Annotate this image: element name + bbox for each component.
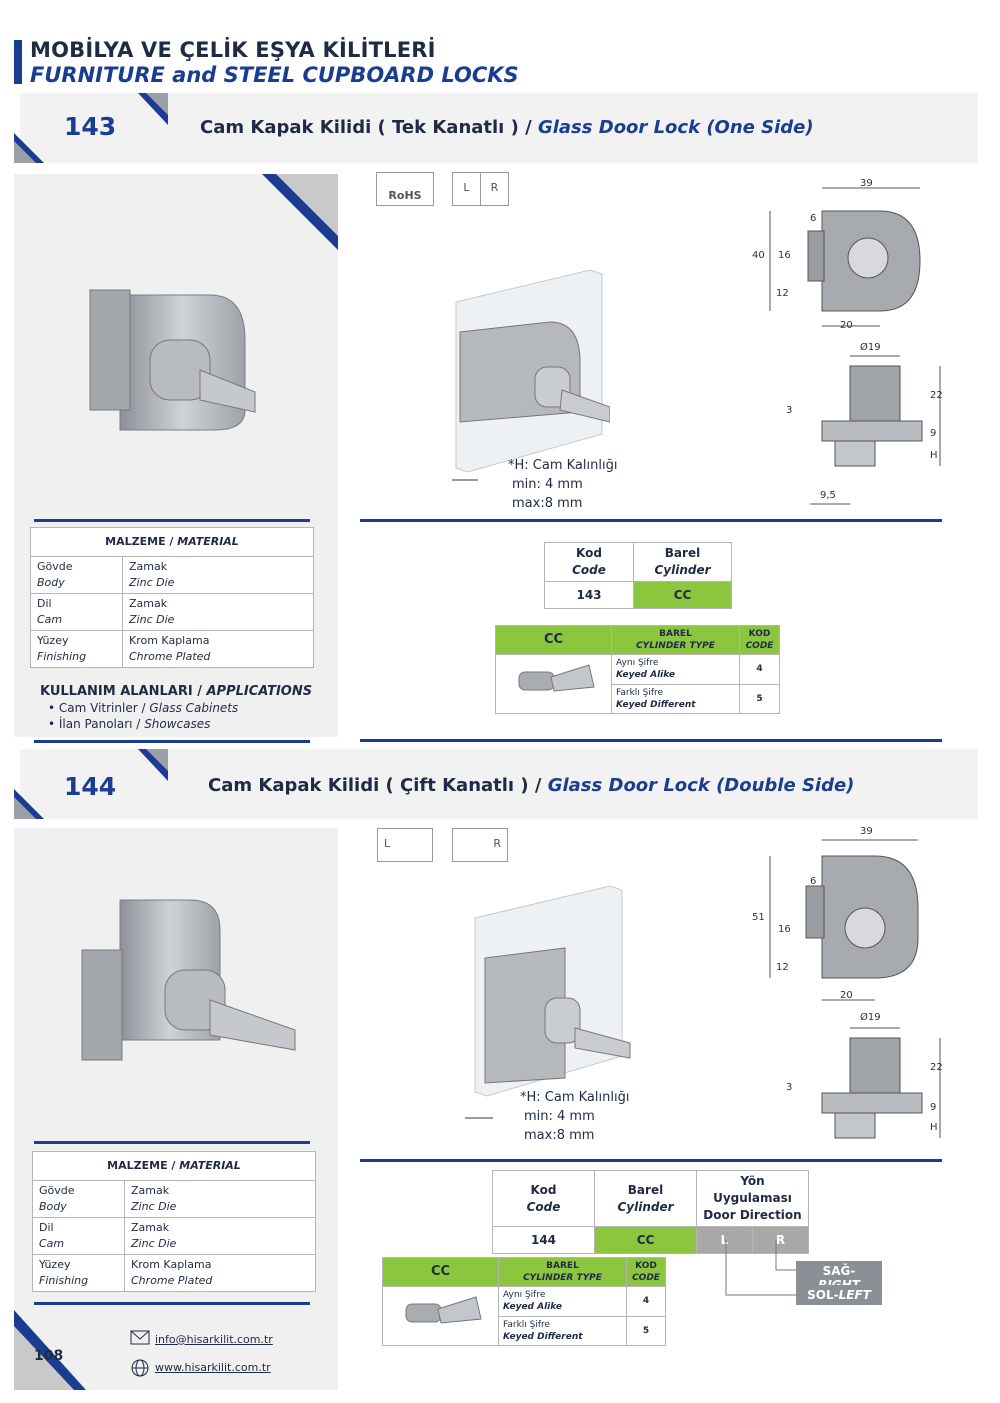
- dim-h: H: [930, 450, 938, 461]
- panel-divider: [34, 519, 310, 522]
- product-143-technical-drawing: [769, 187, 941, 505]
- product-144-band: [20, 749, 978, 819]
- right-direction-icon: R: [480, 172, 509, 206]
- product-144-technical-drawing: [769, 839, 941, 1139]
- panel-divider: [34, 1141, 310, 1144]
- dim-offset: 3: [786, 405, 793, 416]
- header-title-tr: MOBİLYA VE ÇELİK EŞYA KİLİTLERİ: [30, 38, 436, 62]
- section-divider: [360, 739, 942, 742]
- dim-base: 9: [930, 1102, 937, 1113]
- right-direction-icon: R: [452, 828, 508, 862]
- section-divider: [360, 1159, 942, 1162]
- cylinder-key-image: [405, 1296, 482, 1324]
- product-143-glass-diagram: [452, 269, 610, 481]
- product-143-band: [20, 93, 978, 163]
- dim-tongue: 6: [810, 213, 817, 224]
- dim-lower: 12: [776, 962, 789, 973]
- globe-icon: [131, 1359, 149, 1377]
- mail-icon: [130, 1330, 150, 1345]
- dim-height: 40: [752, 250, 765, 261]
- header-accent-bar: [14, 40, 22, 84]
- cylinder-key-image: [518, 664, 595, 692]
- dim-diameter: Ø19: [860, 1012, 881, 1023]
- dim-diameter: Ø19: [860, 342, 881, 353]
- band-corner-decoration: [14, 93, 168, 163]
- email-link[interactable]: info@hisarkilit.com.tr: [155, 1333, 273, 1346]
- dim-cyl-height: 22: [930, 390, 943, 401]
- header-title-en: FURNITURE and STEEL CUPBOARD LOCKS: [30, 63, 519, 87]
- dim-tongue-length: 9,5: [820, 490, 836, 501]
- dim-depth: 20: [840, 990, 853, 1001]
- page-number: 108: [34, 1348, 64, 1364]
- dim-tongue: 6: [810, 876, 817, 887]
- glass-thickness-note-144: *H: Cam Kalınlığı min: 4 mm max:8 mm: [520, 1090, 630, 1143]
- glass-thickness-note-143: *H: Cam Kalınlığı min: 4 mm max:8 mm: [508, 458, 618, 511]
- panel-corner-decoration: [262, 174, 338, 250]
- dim-cyl-height: 22: [930, 1062, 943, 1073]
- footer-corner-decoration: [14, 1310, 86, 1390]
- left-direction-icon: L: [452, 172, 481, 206]
- dim-offset: 3: [786, 1082, 793, 1093]
- left-direction-tag: SOL-LEFT: [796, 1285, 882, 1305]
- product-code-143: 143: [64, 112, 117, 141]
- panel-divider: [34, 1302, 310, 1305]
- product-143-title: Cam Kapak Kilidi ( Tek Kanatlı ) / Glass…: [200, 117, 814, 138]
- dim-base: 9: [930, 428, 937, 439]
- product-144-title: Cam Kapak Kilidi ( Çift Kanatlı ) / Glas…: [208, 775, 855, 796]
- dim-width: 39: [860, 826, 873, 837]
- dim-depth: 20: [840, 320, 853, 331]
- website-link[interactable]: www.hisarkilit.com.tr: [155, 1361, 271, 1374]
- product-143-photo: [89, 289, 256, 431]
- section-divider: [360, 519, 942, 522]
- dim-upper: 16: [778, 250, 791, 261]
- dim-h: H: [930, 1122, 938, 1133]
- band-corner-decoration: [14, 749, 168, 819]
- dim-height: 51: [752, 912, 765, 923]
- panel-divider: [34, 740, 310, 743]
- product-144-photo: [81, 899, 296, 1061]
- direction-connector-lines: [725, 1240, 798, 1296]
- applications-143: KULLANIM ALANLARI / APPLICATIONS • Cam V…: [40, 684, 313, 731]
- left-direction-icon: L: [377, 828, 433, 862]
- product-144-glass-diagram: [465, 885, 631, 1119]
- dim-upper: 16: [778, 924, 791, 935]
- product-code-144: 144: [64, 772, 117, 801]
- dim-lower: 12: [776, 288, 789, 299]
- dim-width: 39: [860, 178, 873, 189]
- rohs-icon: RoHS: [376, 172, 434, 206]
